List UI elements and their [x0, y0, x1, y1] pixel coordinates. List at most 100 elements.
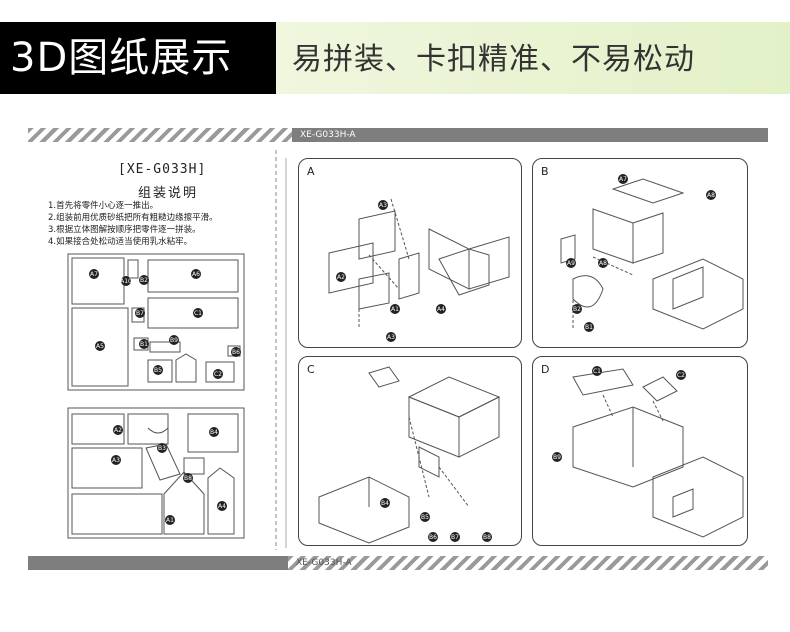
panel-label-b: B	[541, 165, 549, 178]
svg-text:A9: A9	[567, 260, 575, 267]
step-1: 1.首先将零件小心逐一推出。	[48, 201, 159, 211]
svg-text:A3: A3	[387, 334, 395, 341]
svg-text:B3: B3	[158, 445, 166, 452]
part-tag-b4: B4	[380, 498, 390, 508]
part-tag-a3: A3	[378, 200, 388, 210]
svg-text:A3: A3	[379, 202, 387, 209]
header-bar-top: XE-G033H-A	[292, 128, 768, 142]
part-tag-b3: B3	[157, 443, 167, 453]
part-tag-b9: B9	[552, 452, 562, 462]
svg-text:A10: A10	[120, 278, 132, 285]
part-tag-a4: A4	[436, 304, 446, 314]
title-block: 3D图纸展示	[0, 22, 276, 94]
part-tag-a7: A7	[89, 269, 99, 279]
svg-text:A8: A8	[599, 260, 607, 267]
svg-text:B5: B5	[421, 514, 429, 521]
part-tag-a3: A3	[386, 332, 396, 342]
svg-text:A2: A2	[337, 274, 345, 281]
part-tag-b2: B2	[572, 304, 582, 314]
svg-text:C1: C1	[593, 368, 601, 375]
svg-text:B8: B8	[184, 475, 192, 482]
header-banner: 3D图纸展示 易拼装、卡扣精准、不易松动	[0, 22, 790, 94]
part-tag-b2: B2	[139, 275, 149, 285]
svg-text:A1: A1	[391, 306, 399, 313]
step-3: 3.根据立体图解按顺序把零件逐一拼装。	[48, 225, 201, 235]
banner-subtitle: 易拼装、卡扣精准、不易松动	[292, 42, 695, 77]
part-tag-b5: B5	[153, 365, 163, 375]
svg-text:B7: B7	[136, 310, 144, 317]
part-tag-a3: A3	[111, 455, 121, 465]
svg-text:B1: B1	[140, 341, 148, 348]
part-tag-b7: B7	[450, 532, 460, 542]
part-tag-b9: B9	[169, 335, 179, 345]
part-tag-c2: C2	[676, 370, 686, 380]
svg-text:B4: B4	[381, 500, 389, 507]
svg-text:A4: A4	[437, 306, 445, 313]
svg-text:A7: A7	[619, 176, 627, 183]
svg-text:C2: C2	[214, 371, 222, 378]
part-tag-b5: B5	[420, 512, 430, 522]
instructions-title: 组装说明	[138, 186, 199, 201]
hatch-bar-bottom-right	[288, 556, 768, 570]
sheet-code-bottom: XE-G033H-A	[296, 558, 352, 568]
svg-text:A2: A2	[114, 427, 122, 434]
part-tag-a5: A5	[95, 341, 105, 351]
model-code: [XE-G033H]	[118, 162, 207, 177]
svg-text:A4: A4	[218, 503, 226, 510]
banner-title: 3D图纸展示	[10, 35, 233, 81]
part-tag-a4: A4	[217, 501, 227, 511]
svg-text:B1: B1	[585, 324, 593, 331]
part-tag-b6: B6	[428, 532, 438, 542]
part-tag-b7: B7	[135, 308, 145, 318]
part-tag-b1: B1	[139, 339, 149, 349]
part-tag-c1: C1	[193, 308, 203, 318]
svg-text:B2: B2	[140, 277, 148, 284]
svg-text:A7: A7	[90, 271, 98, 278]
svg-text:B5: B5	[154, 367, 162, 374]
svg-text:B9: B9	[170, 337, 178, 344]
part-tag-b8: B8	[183, 473, 193, 483]
part-tag-c1: C1	[592, 366, 602, 376]
part-tag-a6: A6	[191, 269, 201, 279]
sheet-code-top: XE-G033H-A	[300, 130, 356, 140]
step-2: 2.组装前用优质砂纸把所有粗糙边缘擦平滑。	[48, 213, 218, 223]
svg-text:B9: B9	[553, 454, 561, 461]
part-tag-a2: A2	[113, 425, 123, 435]
svg-text:B7: B7	[451, 534, 459, 541]
part-tag-a1: A1	[390, 304, 400, 314]
part-tag-a7: A7	[618, 174, 628, 184]
svg-text:C2: C2	[677, 372, 685, 379]
part-tag-a9: A9	[566, 258, 576, 268]
svg-text:A6: A6	[192, 271, 200, 278]
part-tag-a1: A1	[165, 515, 175, 525]
instruction-steps: 1.首先将零件小心逐一推出。 2.组装前用优质砂纸把所有粗糙边缘擦平滑。 3.根…	[48, 200, 218, 248]
svg-text:A8: A8	[707, 192, 715, 199]
panel-label-d: D	[541, 363, 550, 376]
instruction-sheet: XE-G033H-A XE-G033H-A [XE-G033H] 组装说明 1.…	[28, 128, 768, 570]
part-tag-a8: A8	[706, 190, 716, 200]
hatch-bar-top-left	[28, 128, 292, 142]
part-tag-a2: A2	[336, 272, 346, 282]
panel-label-c: C	[307, 363, 315, 376]
part-tag-b1: B1	[584, 322, 594, 332]
svg-text:B6: B6	[232, 349, 240, 356]
part-tag-a8: A8	[598, 258, 608, 268]
svg-text:C1: C1	[194, 310, 202, 317]
part-tag-b6: B6	[231, 347, 241, 357]
panel-label-a: A	[307, 165, 315, 178]
sheet-lines	[275, 150, 287, 550]
svg-text:A1: A1	[166, 517, 174, 524]
part-tag-a10: A10	[120, 276, 132, 286]
svg-text:B4: B4	[210, 429, 218, 436]
part-tag-c2: C2	[213, 369, 223, 379]
svg-text:B6: B6	[429, 534, 437, 541]
